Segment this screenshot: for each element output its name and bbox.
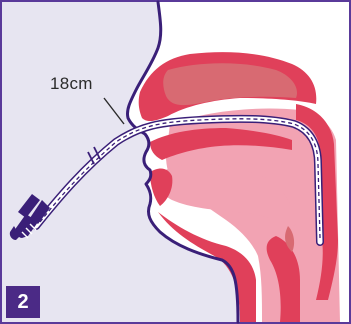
step-number-badge: 2 [6, 286, 40, 318]
lower-lip-tissue [150, 169, 172, 206]
tube-length-label: 18cm [50, 74, 93, 94]
step-number: 2 [17, 291, 28, 314]
